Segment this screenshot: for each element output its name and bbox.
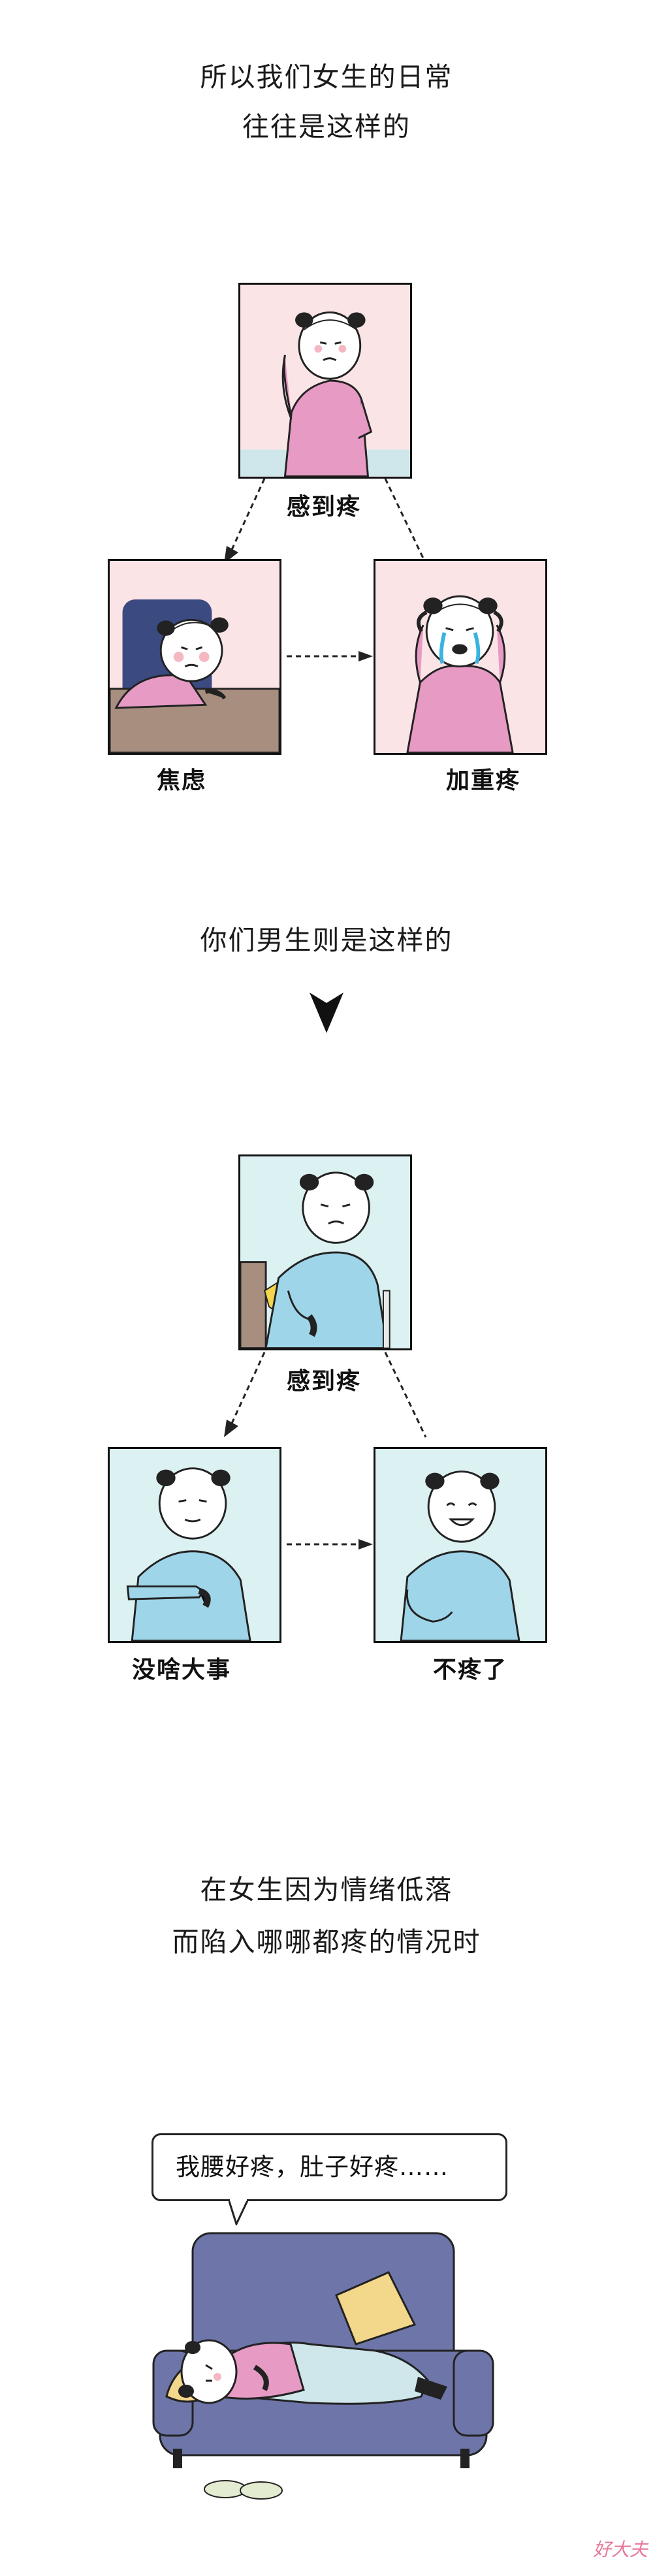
male-panel-no-big-deal <box>108 1447 281 1643</box>
male-panel-no-pain <box>374 1447 547 1643</box>
intro-line-2: 往往是这样的 <box>242 111 411 142</box>
intro-line-1: 所以我们女生的日常 <box>200 61 453 93</box>
female-panel-anxiety <box>108 559 281 755</box>
male-intro-line: 你们男生则是这样的 <box>200 925 453 956</box>
male-label-no-big-deal: 没啥大事 <box>131 1657 231 1683</box>
speech-bubble: 我腰好疼，肚子好疼…… <box>151 2133 507 2201</box>
boy-bumps-table-illustration <box>240 1171 390 1348</box>
closing-line-2: 而陷入哪哪都疼的情况时 <box>172 1926 481 1958</box>
closing-line-1: 在女生因为情绪低落 <box>200 1874 453 1905</box>
male-label-feel-pain: 感到疼 <box>286 1368 361 1395</box>
girl-crying-holding-head-illustration <box>406 595 514 753</box>
male-label-no-pain: 不疼了 <box>432 1657 507 1683</box>
female-label-feel-pain: 感到疼 <box>286 494 361 520</box>
boy-shrugging-illustration <box>126 1467 251 1641</box>
watermark-logo: 好大夫 <box>592 2539 648 2560</box>
female-panel-feel-pain <box>238 283 412 479</box>
female-label-increased-pain: 加重疼 <box>445 767 520 794</box>
female-label-anxiety: 焦虑 <box>156 767 206 794</box>
female-panel-increased-pain <box>374 559 547 755</box>
female-arrow-top-to-left <box>224 478 266 564</box>
male-panel-feel-pain <box>238 1154 412 1350</box>
girl-holding-head-illustration <box>240 311 410 477</box>
girl-anxious-at-desk-illustration <box>110 599 279 753</box>
girl-lying-on-sofa-illustration <box>152 2232 494 2500</box>
female-arrow-left-to-right <box>287 651 373 661</box>
speech-bubble-tail <box>229 2199 249 2225</box>
male-arrow-left-to-right <box>287 1539 373 1550</box>
female-arrow-top-to-right <box>384 478 427 564</box>
triangle-down-icon <box>310 993 343 1033</box>
boy-smiling-illustration <box>400 1471 520 1641</box>
male-arrow-top-to-left <box>224 1352 266 1437</box>
male-arrow-top-to-right <box>384 1352 427 1438</box>
